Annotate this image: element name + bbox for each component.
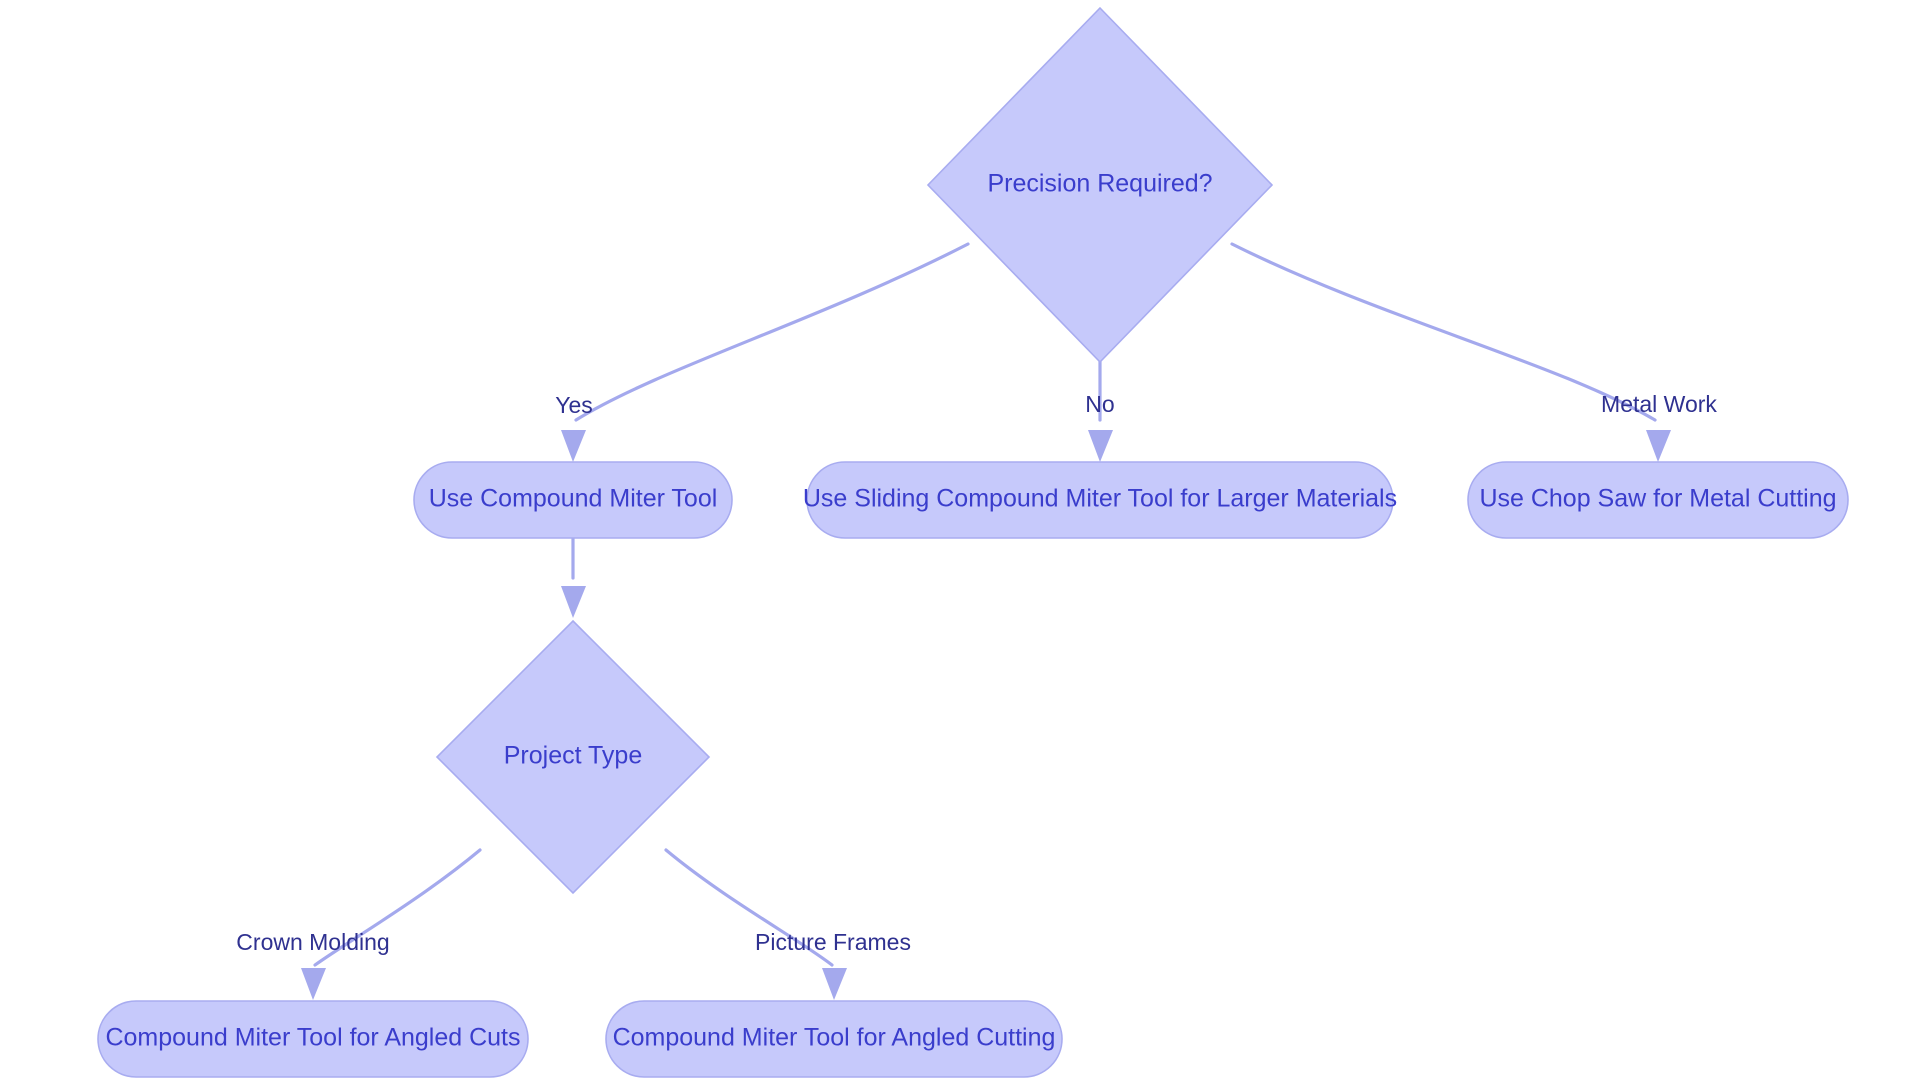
edge-precision-to-chopsaw	[1230, 242, 1671, 462]
rounded-rect-chopsaw[interactable]	[1467, 461, 1849, 539]
edge-path-picture-frames	[664, 848, 834, 967]
diamond-shape-precision[interactable]	[926, 6, 1274, 364]
edge-label-crown-molding: Crown Molding	[236, 929, 389, 955]
arrow-head-no	[1088, 430, 1113, 462]
edge-precision-to-compound	[561, 242, 970, 462]
edge-path-crown-molding	[313, 848, 482, 967]
node-use-chop-saw-for-metal-cutting[interactable]: Use Chop Saw for Metal Cutting	[1467, 461, 1849, 539]
rounded-rect-sliding[interactable]	[806, 461, 1394, 539]
edge-label-picture-frames: Picture Frames	[755, 929, 911, 955]
edge-path-yes	[574, 242, 970, 422]
diamond-shape-project-type[interactable]	[435, 619, 711, 895]
edge-path-metal-work	[1230, 242, 1657, 422]
node-precision-required[interactable]: Precision Required?	[926, 6, 1274, 364]
arrow-head-metal-work	[1646, 430, 1671, 462]
arrow-head-crown-molding	[301, 968, 326, 1000]
edge-projecttype-to-crown	[301, 848, 482, 1000]
edge-group	[301, 242, 1671, 1000]
rounded-rect-crown[interactable]	[97, 1000, 529, 1078]
edge-precision-to-sliding	[1088, 358, 1113, 462]
edge-label-metal-work: Metal Work	[1601, 391, 1717, 417]
arrow-head-compound-projecttype	[561, 586, 586, 618]
node-compound-miter-tool-for-angled-cutting[interactable]: Compound Miter Tool for Angled Cutting	[605, 1000, 1063, 1078]
rounded-rect-compound[interactable]	[413, 461, 733, 539]
edge-projecttype-to-frames	[664, 848, 847, 1000]
node-use-compound-miter-tool[interactable]: Use Compound Miter Tool	[413, 461, 733, 539]
node-use-sliding-compound-miter-tool[interactable]: Use Sliding Compound Miter Tool for Larg…	[803, 461, 1397, 539]
arrow-head-picture-frames	[822, 968, 847, 1000]
node-compound-miter-tool-for-angled-cuts[interactable]: Compound Miter Tool for Angled Cuts	[97, 1000, 529, 1078]
edge-compound-to-projecttype	[561, 536, 586, 618]
rounded-rect-frames[interactable]	[605, 1000, 1063, 1078]
arrow-head-yes	[561, 430, 586, 462]
